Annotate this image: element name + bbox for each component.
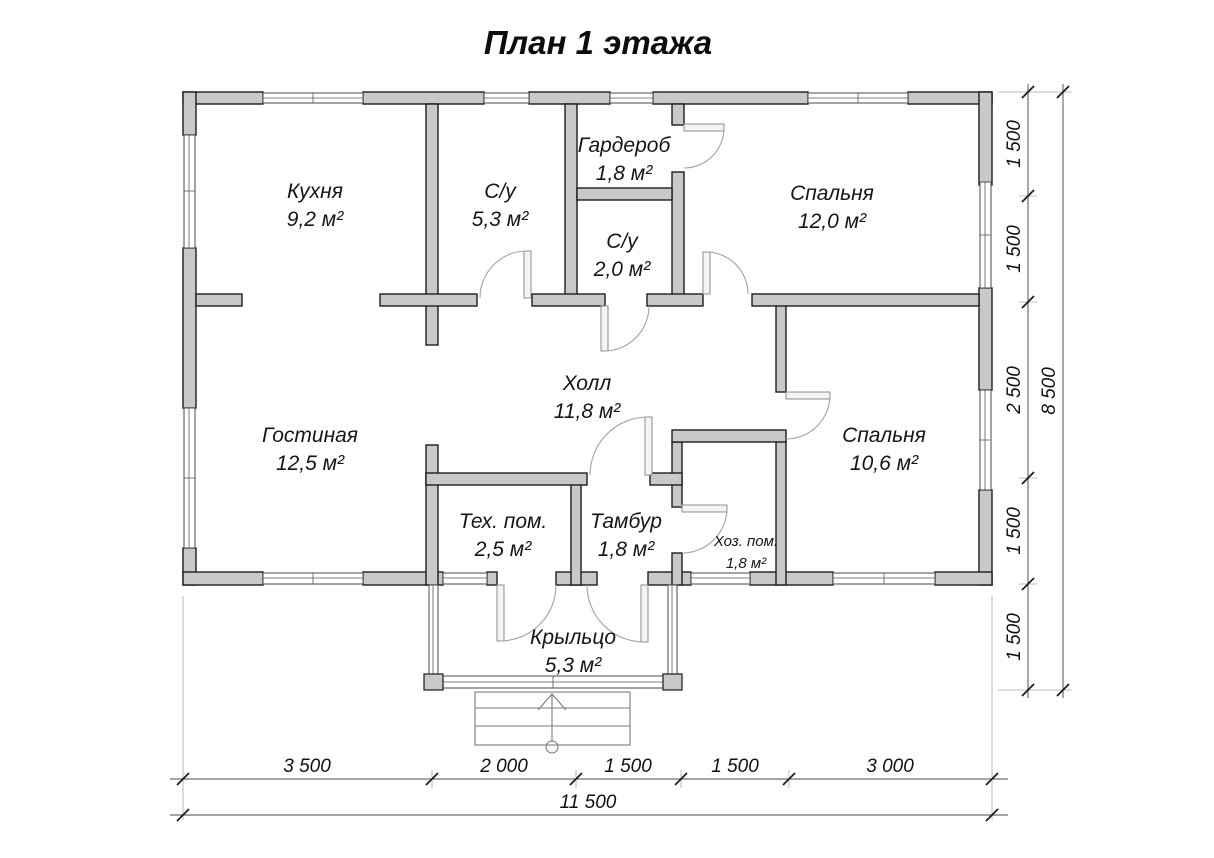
door-swing [496,584,557,642]
dim-label: 1 500 [1004,225,1025,273]
dim-total-label: 11 500 [560,792,617,813]
porch-structure [423,584,683,691]
room-name: Кухня [287,180,343,203]
dim-label: 1 500 [1004,613,1025,661]
room-name: Спальня [842,424,926,447]
room-name: Хоз. пом. [713,533,778,550]
walls [182,91,993,586]
room-name: Тех. пом. [459,510,548,533]
dimension-right: 1 500 1 500 2 500 1 500 1 500 8 500 [998,84,1072,698]
entrance-stairs [474,691,631,754]
room-name: Гардероб [578,134,672,157]
room-name: Гостиная [262,424,358,447]
window [262,92,364,104]
room-label-bedroom-top: Спальня 12,0 м² [790,182,874,233]
window [807,92,909,104]
window [183,134,196,249]
window [979,181,992,289]
window [442,572,488,585]
window [609,92,654,104]
room-label-hall: Холл 11,8 м² [554,372,622,423]
dim-label: 1 500 [1004,507,1025,555]
room-label-bathroom-large: С/у 5,3 м² [472,180,529,231]
room-area: 2,5 м² [474,538,532,561]
dim-label: 3 500 [283,756,331,777]
door-swing [702,251,749,295]
porch-post [423,673,444,691]
dim-label: 2 500 [1004,366,1025,415]
window [832,572,936,585]
room-label-utility-room: Тех. пом. 2,5 м² [459,510,548,561]
page-title: План 1 этажа [484,24,712,61]
room-name: С/у [606,230,639,253]
dimension-bottom: 3 500 2 000 1 500 1 500 3 000 11 500 [170,596,1008,822]
porch-post [662,673,683,691]
windows [183,92,992,585]
room-area: 1,8 м² [596,162,653,185]
room-label-bathroom-small: С/у 2,0 м² [593,230,651,281]
room-label-living-room: Гостиная 12,5 м² [262,424,358,475]
room-area: 12,0 м² [798,210,867,233]
dim-label: 2 000 [479,756,528,777]
door-swing [586,584,649,643]
room-area: 5,3 м² [472,208,529,231]
room-area: 11,8 м² [554,400,622,423]
door-swing [600,305,650,352]
room-label-vestibule: Тамбур 1,8 м² [590,510,662,561]
room-name: Спальня [790,182,874,205]
dim-label: 1 500 [711,756,759,777]
door-swing [683,123,725,169]
door-swing [589,416,653,476]
dim-label: 1 500 [1004,120,1025,168]
doors [479,123,831,643]
window [483,92,530,104]
door-swing [681,504,728,554]
room-area: 1,8 м² [598,538,655,561]
room-label-wardrobe: Гардероб 1,8 м² [578,134,672,185]
window [183,407,196,549]
dim-total-label: 8 500 [1039,367,1060,415]
window [690,572,751,585]
dim-label: 1 500 [604,756,652,777]
room-name: Тамбур [590,510,662,533]
room-name: Холл [562,372,612,395]
room-label-storage-room: Хоз. пом. 1,8 м² [713,533,778,572]
room-label-kitchen: Кухня 9,2 м² [287,180,344,231]
dim-label: 3 000 [866,756,914,777]
window [979,389,992,491]
window [428,584,439,677]
room-area: 10,6 м² [850,452,919,475]
window [667,584,678,677]
stairs-direction-arrow [537,693,567,711]
room-name: Крыльцо [530,626,616,649]
window [442,675,664,689]
room-area: 12,5 м² [276,452,345,475]
room-label-porch: Крыльцо 5,3 м² [530,626,616,677]
room-label-bedroom-right: Спальня 10,6 м² [842,424,926,475]
room-area: 2,0 м² [593,258,651,281]
door-swing [479,250,532,299]
window [262,572,364,585]
room-area: 5,3 м² [545,654,602,677]
room-area: 9,2 м² [287,208,344,231]
door-swing [785,391,831,440]
room-name: С/у [484,180,517,203]
room-area: 1,8 м² [726,555,767,572]
